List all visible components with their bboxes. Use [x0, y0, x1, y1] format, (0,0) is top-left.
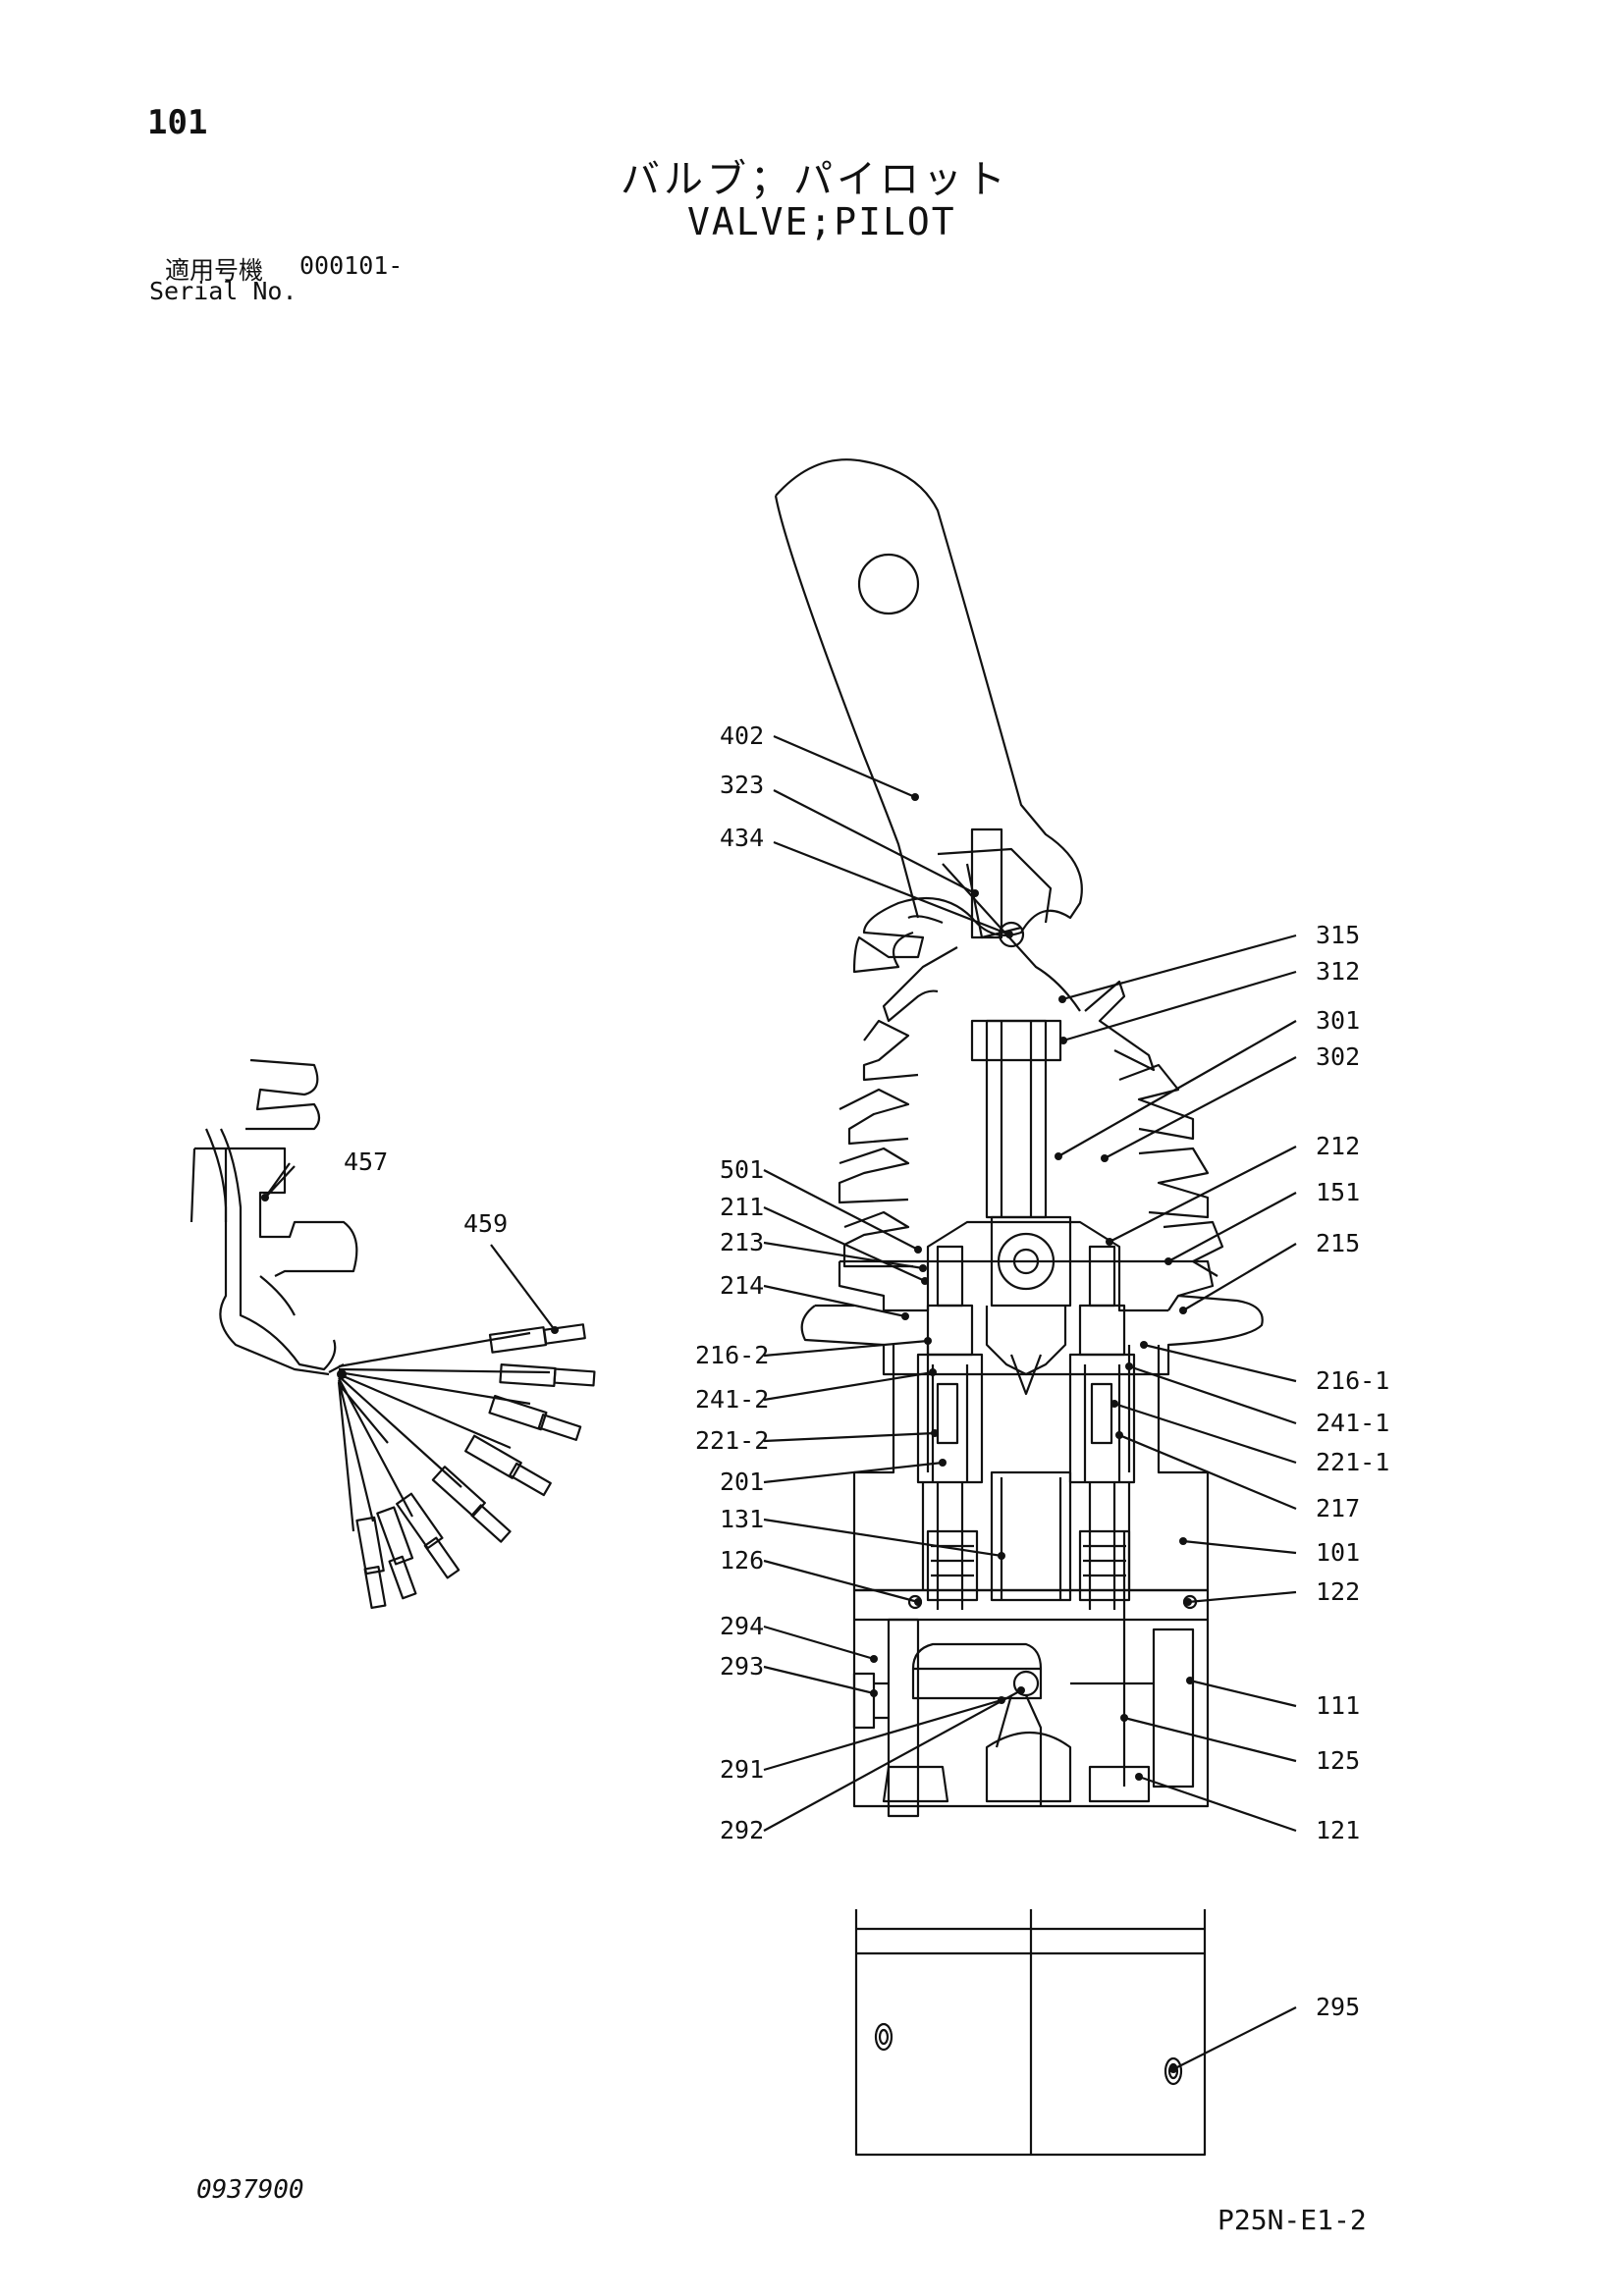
callout-131: 131: [720, 1505, 764, 1533]
callout-121: 121: [1316, 1816, 1360, 1844]
page-number: 101: [147, 103, 208, 142]
document-code: 0937900: [196, 2175, 304, 2205]
callout-434: 434: [720, 824, 764, 852]
callout-212: 212: [1316, 1132, 1360, 1160]
callout-291: 291: [720, 1755, 764, 1784]
serial-label-japanese: 適用号機: [165, 256, 264, 285]
callout-211: 211: [720, 1193, 764, 1221]
callout-312: 312: [1316, 957, 1360, 986]
callouts-right: 315 312 301 302 212 151 215 216-1 241-1 …: [1316, 921, 1389, 2021]
callout-459: 459: [463, 1209, 508, 1238]
callout-301: 301: [1316, 1006, 1360, 1035]
callout-122: 122: [1316, 1577, 1360, 1606]
callout-217: 217: [1316, 1494, 1360, 1522]
serial-label-english: Serial No.: [149, 277, 298, 305]
callout-213: 213: [720, 1228, 764, 1256]
callout-216-2: 216-2: [695, 1341, 769, 1369]
callout-101: 101: [1316, 1538, 1360, 1567]
callout-292: 292: [720, 1816, 764, 1844]
callout-201: 201: [720, 1468, 764, 1496]
callout-294: 294: [720, 1612, 764, 1640]
callout-501: 501: [720, 1155, 764, 1184]
sheet-reference: P25N-E1-2: [1218, 2204, 1367, 2236]
callout-241-1: 241-1: [1316, 1409, 1389, 1437]
callout-214: 214: [720, 1271, 764, 1300]
callout-402: 402: [720, 721, 764, 750]
callout-241-2: 241-2: [695, 1385, 769, 1414]
callout-302: 302: [1316, 1042, 1360, 1071]
callout-323: 323: [720, 771, 764, 799]
callouts-left: 402 323 434 501 211 213 214 216-2 241-2 …: [695, 721, 769, 1844]
callout-221-2: 221-2: [695, 1426, 769, 1455]
title-english: VALVE;PILOT: [687, 200, 956, 243]
callout-315: 315: [1316, 921, 1360, 949]
title-japanese: バルブ；パイロット: [621, 157, 1009, 202]
callout-215: 215: [1316, 1229, 1360, 1257]
callout-221-1: 221-1: [1316, 1448, 1389, 1476]
callout-111: 111: [1316, 1691, 1360, 1720]
callout-293: 293: [720, 1652, 764, 1681]
serial-value: 000101-: [299, 251, 404, 280]
callout-125: 125: [1316, 1746, 1360, 1775]
callout-295: 295: [1316, 1993, 1360, 2021]
callout-457: 457: [344, 1148, 388, 1176]
callout-126: 126: [720, 1546, 764, 1575]
callout-151: 151: [1316, 1178, 1360, 1206]
callout-216-1: 216-1: [1316, 1366, 1389, 1395]
